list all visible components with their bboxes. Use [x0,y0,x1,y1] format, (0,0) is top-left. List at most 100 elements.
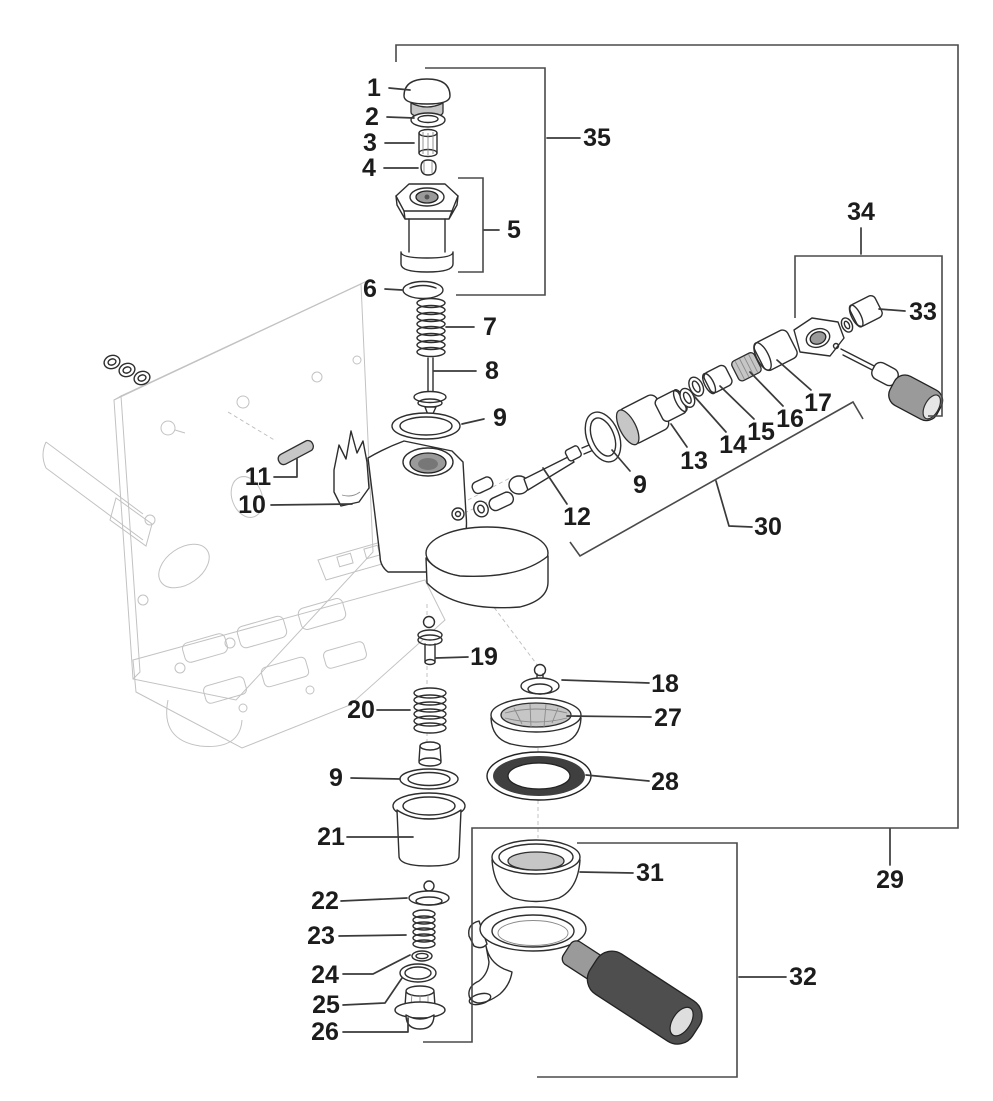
part-1-cap-nut [403,78,451,118]
steam-lever [840,348,944,422]
valve-hex-block [793,317,845,357]
bracket-group-34 [794,255,943,417]
callout-label-29: 29 [876,866,904,894]
part-28-group-gasket [486,751,592,801]
part-10-fork-bracket [333,430,370,507]
callout-label-13: 13 [680,447,708,475]
leader-line-9 [350,777,401,780]
callout-label-3: 3 [363,129,377,157]
part-21-piston-cup [392,792,466,867]
valve-small-ring [840,317,854,333]
callout-label-6: 6 [363,275,377,303]
bracket-group-35 [425,67,546,296]
callout-label-25: 25 [312,991,340,1019]
part-4-ball-nut [420,159,437,176]
part-7-spring [416,297,446,358]
leader-line-12 [542,467,568,505]
part-18-valve [520,663,560,695]
part-2-washer [410,112,446,128]
leader-line-23 [338,934,407,937]
leader-line-27 [566,715,652,718]
leader-line-6 [384,288,403,291]
callout-label-4: 4 [362,154,376,182]
valve-pin [418,741,442,767]
leader-line-25 [342,977,403,1006]
part-27-shower-screen [490,697,582,748]
group-head-body [367,440,549,609]
callout-label-15: 15 [747,418,775,446]
callout-label-19: 19 [470,643,498,671]
leader-lines-layer [270,87,906,1033]
leader-line-1 [388,87,411,91]
panel-washers [103,354,151,386]
part-24-washer [411,950,433,962]
part-5-gland-nut-and-sleeve [395,183,459,273]
leader-line-18 [561,679,650,684]
leader-line-19 [435,656,469,659]
leader-line-33 [878,308,906,312]
part-9-gasket-top [391,412,461,440]
callout-label-14: 14 [719,431,747,459]
part-15-bushing [701,364,733,395]
leader-line-28 [585,774,650,782]
leader-line-30 [715,480,753,528]
callout-label-18: 18 [651,670,679,698]
bracket-group-5 [458,177,484,273]
callout-label-28: 28 [651,768,679,796]
part-16-knurled-nut [731,352,762,382]
part-26-fitting [394,985,446,1030]
part-20-spring [413,687,447,734]
brackets-layer [395,44,959,1078]
callout-label-10: 10 [238,491,266,519]
part-9-gasket-lower [399,768,459,790]
callout-label-17: 17 [804,389,832,417]
callout-label-1: 1 [367,74,381,102]
part-32-portafilter [468,906,703,1045]
callout-label-9: 9 [329,764,343,792]
bracket-group-30 [569,400,864,558]
part-33-sleeve [848,294,883,328]
callout-label-8: 8 [485,357,499,385]
group-head-fittings [471,476,515,518]
callout-label-33: 33 [909,298,937,326]
leader-line-9 [611,449,631,472]
part-23-spring [412,909,436,949]
bracket-group-29 [395,44,959,1043]
part-14-washers [679,376,705,408]
callout-label-9: 9 [493,404,507,432]
part-19-bolt [417,615,443,666]
callout-label-21: 21 [317,823,345,851]
leader-line-16 [749,371,784,407]
callout-label-34: 34 [847,198,875,226]
part-11-pin [277,439,315,466]
part-8-valve-stem [413,357,447,421]
part-12-rod [508,438,606,495]
leader-line-14 [693,395,727,433]
callout-label-11: 11 [245,463,272,491]
callout-label-22: 22 [311,887,339,915]
callout-label-5: 5 [507,216,521,244]
callout-label-27: 27 [654,704,682,732]
leader-line-24 [342,954,411,975]
leader-line-10 [270,503,353,506]
callout-label-26: 26 [311,1018,339,1046]
leader-line-31 [579,871,634,874]
callout-label-2: 2 [365,103,379,131]
part-22-valve-poppet [408,880,450,906]
part-6-washer [402,280,444,300]
bracket-group-32 [537,842,738,1078]
callout-label-31: 31 [636,859,664,887]
callout-label-30: 30 [754,513,782,541]
leader-line-15 [719,385,755,420]
callout-label-12: 12 [563,503,591,531]
callout-label-32: 32 [789,963,817,991]
leader-line-22 [340,897,408,902]
callout-label-16: 16 [776,405,804,433]
callout-label-23: 23 [307,922,335,950]
leader-line-11 [273,458,298,478]
part-13-valve-body [615,388,688,446]
part-31-filter-basket [491,839,581,903]
callout-label-7: 7 [483,313,497,341]
